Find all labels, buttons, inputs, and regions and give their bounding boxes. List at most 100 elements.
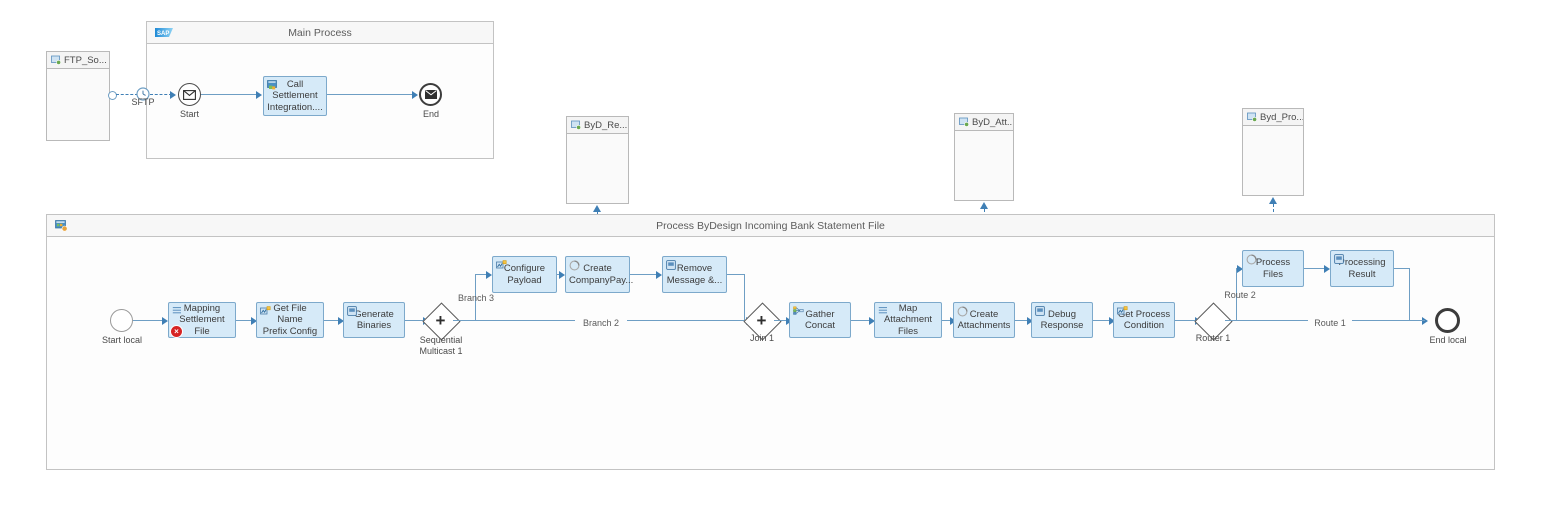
flow-create-to-remove	[630, 274, 658, 275]
task-gather-concat-label: Gather Concat	[804, 308, 836, 331]
gateway-join-label: Join 1	[749, 333, 775, 343]
flow-processfiles-to-result-arrow	[1324, 264, 1330, 273]
flow-remove-to-join-h1	[727, 274, 744, 275]
content-modifier-icon	[260, 306, 271, 316]
gateway-join-1[interactable]: +	[743, 302, 782, 341]
main-end-event[interactable]	[419, 83, 442, 106]
flow-branch3-h2	[475, 274, 489, 275]
flow-generate-to-multicast	[405, 320, 425, 321]
odata-flow-byd-att-arrow	[980, 202, 988, 209]
flow-debug-to-getcondition	[1093, 320, 1111, 321]
gateway-router-label: Router 1	[1195, 333, 1231, 343]
error-badge-icon[interactable]: ×	[170, 325, 183, 338]
sftp-adapter-label: SFTP	[131, 97, 155, 107]
script-icon	[666, 260, 676, 270]
gateway-sequential-multicast-1[interactable]: +	[422, 302, 461, 341]
local-end-event[interactable]	[1435, 308, 1460, 333]
odata-flow-byd-re-arrow	[593, 205, 601, 212]
flow-getcondition-to-router	[1175, 320, 1197, 321]
flow-result-to-end-h1	[1394, 268, 1409, 269]
task-call-settlement-integration[interactable]: Call Settlement Integration....	[263, 76, 327, 116]
content-modifier-icon	[1117, 306, 1128, 316]
content-modifier-icon	[496, 260, 507, 270]
flow-route2-arrow	[1237, 264, 1243, 273]
request-reply-icon	[1246, 254, 1257, 265]
receiver-participant-byd-pro[interactable]: Byd_Pro...	[1242, 108, 1304, 196]
script-icon	[1035, 306, 1045, 316]
flow-createattach-to-debug	[1015, 320, 1029, 321]
process-call-icon	[267, 80, 278, 91]
main-end-event-label: End	[422, 109, 439, 119]
flow-start-to-mapping-arrow	[162, 316, 168, 325]
main-start-event[interactable]	[178, 83, 201, 106]
task-process-files-label: Process Files	[1255, 257, 1291, 280]
local-process-icon	[55, 219, 68, 232]
main-flow-start-to-call-arrow	[256, 90, 262, 99]
flow-gather-to-mapattach-arrow	[869, 316, 875, 325]
local-process-header: Process ByDesign Incoming Bank Statement…	[47, 215, 1494, 237]
receiver-participant-byd-re[interactable]: ByD_Re...	[566, 116, 629, 204]
local-start-event[interactable]	[110, 309, 133, 332]
request-reply-icon	[569, 260, 580, 271]
flow-processfiles-to-result	[1304, 268, 1326, 269]
local-process-title: Process ByDesign Incoming Bank Statement…	[656, 219, 885, 232]
sftp-adapter-icon[interactable]	[136, 87, 150, 101]
participant-icon	[571, 120, 581, 130]
flow-mapping-to-getfilename-arrow	[251, 316, 257, 325]
flow-create-to-remove-arrow	[656, 270, 662, 279]
flow-start-to-mapping	[133, 320, 163, 321]
receiver-byd-re-header: ByD_Re...	[567, 117, 628, 134]
sftp-to-start-arrow	[170, 90, 176, 99]
receiver-byd-pro-name: Byd_Pro...	[1260, 111, 1303, 123]
gateway-router-1[interactable]	[1194, 302, 1233, 341]
gather-icon	[793, 306, 804, 316]
flow-debug-to-getcondition-arrow	[1109, 316, 1115, 325]
flow-result-to-end-arrow	[1422, 316, 1428, 325]
participant-icon	[959, 117, 969, 127]
multicast-plus-glyph: +	[435, 311, 446, 330]
flow-getfilename-to-generate-arrow	[338, 316, 344, 325]
receiver-byd-re-name: ByD_Re...	[584, 119, 628, 131]
join-plus-glyph: +	[756, 311, 767, 330]
task-call-settlement-label: Call Settlement Integration....	[267, 79, 323, 113]
task-process-files[interactable]: Process Files	[1242, 250, 1304, 287]
flow-createattach-to-debug-arrow	[1027, 316, 1033, 325]
sap-logo-icon: SAP	[155, 28, 173, 37]
main-start-event-label: Start	[179, 109, 199, 119]
sender-participant-ftp[interactable]: FTP_So...	[46, 51, 110, 141]
receiver-participant-byd-att[interactable]: ByD_Att...	[954, 113, 1014, 201]
envelope-icon	[424, 90, 437, 99]
main-flow-call-to-end	[327, 94, 413, 95]
branch-3-label: Branch 3	[457, 293, 495, 303]
task-gather-concat[interactable]: Gather Concat	[789, 302, 851, 338]
svg-text:SAP: SAP	[157, 31, 169, 37]
branch-2-label: Branch 2	[575, 318, 627, 329]
message-mapping-icon	[878, 306, 888, 316]
sftp-to-start-flow	[150, 94, 172, 95]
flow-configure-to-create-arrow	[559, 270, 565, 279]
message-mapping-icon	[172, 306, 182, 316]
sender-participant-header: FTP_So...	[47, 52, 109, 69]
